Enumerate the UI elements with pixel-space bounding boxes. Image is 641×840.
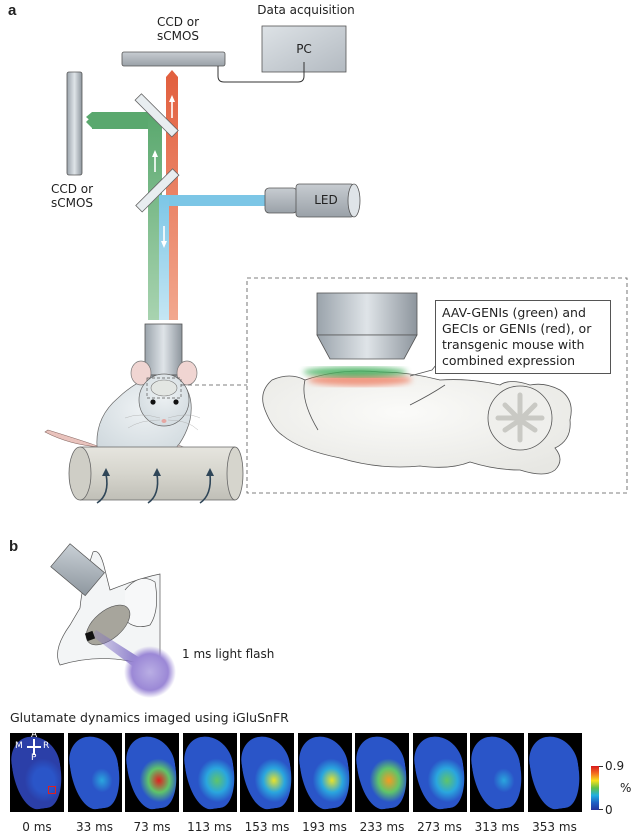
- imaging-frame: [67, 733, 122, 812]
- cerebellum: [487, 385, 553, 451]
- frame-time-label: 73 ms: [133, 820, 171, 834]
- frame-time-label: 353 ms: [532, 820, 577, 834]
- cortex-response-map: [297, 733, 352, 812]
- cortex-response-map: [470, 733, 524, 812]
- mouse-eye-right: [173, 399, 179, 405]
- mouse-whiskers: [124, 414, 201, 431]
- colorbar-unit-label: %: [620, 781, 632, 795]
- imaging-frame: [10, 733, 64, 812]
- imaging-frame: [297, 733, 352, 812]
- mouse-ear-left: [130, 360, 152, 386]
- side-camera-label: CCD or sCMOS: [40, 182, 104, 210]
- frame-time-label: 0 ms: [22, 820, 52, 834]
- imaging-title: Glutamate dynamics imaged using iGluSnFR: [10, 710, 289, 725]
- imaging-frame: [527, 733, 582, 812]
- light-flash-diagram: [50, 543, 176, 698]
- imaging-frame: [412, 733, 467, 812]
- blue-beam-horizontal: [162, 195, 266, 206]
- sagittal-brain: [262, 370, 572, 475]
- frame-time-label: 273 ms: [417, 820, 462, 834]
- frame-time-label: 113 ms: [187, 820, 232, 834]
- imaging-frame: [240, 733, 294, 812]
- side-camera: [66, 71, 83, 176]
- led-body-small: [264, 187, 298, 214]
- light-flash-spot: [124, 646, 176, 698]
- top-camera-label: CCD or sCMOS: [148, 15, 208, 43]
- frame-time-label: 193 ms: [302, 820, 347, 834]
- imaging-frame: [182, 733, 237, 812]
- data-cable: [217, 62, 305, 83]
- frame-time-label: 153 ms: [244, 820, 290, 834]
- green-beam-vertical: [148, 115, 162, 320]
- colorbar-max-label: 0.9: [605, 759, 625, 773]
- colorbar-min-label: 0: [605, 803, 613, 817]
- panel-a-label: a: [8, 2, 17, 19]
- running-cylinder: [68, 446, 244, 504]
- led-label: LED: [314, 193, 338, 207]
- expression-callout: AAV-GENIs (green) and GECIs or GENIs (re…: [435, 300, 611, 374]
- inset-objective-tip: [316, 334, 418, 360]
- blue-beam-vertical: [159, 195, 169, 320]
- cranial-window: [150, 379, 178, 397]
- rotation-arrows: [96, 473, 212, 504]
- top-camera-label-line2: sCMOS: [156, 29, 200, 43]
- colorbar-tick-max: [599, 766, 603, 767]
- cortex-response-map: [67, 733, 122, 812]
- led-lens: [347, 183, 361, 218]
- cortex-response-map: [10, 733, 64, 812]
- side-camera-label-line1: CCD or: [50, 182, 94, 196]
- top-camera-label-line1: CCD or: [156, 15, 200, 29]
- mouse-ear-right: [176, 360, 198, 386]
- fiber-marker: [84, 630, 96, 642]
- imaging-frame: [125, 733, 179, 812]
- data-acquisition-label: Data acquisition: [257, 3, 355, 17]
- red-beam-arrowhead: [166, 70, 178, 77]
- pc-label: PC: [296, 42, 312, 56]
- cortex-response-map: [240, 733, 294, 812]
- mouse-tail: [44, 429, 101, 448]
- cortex-response-map: [527, 733, 582, 812]
- green-expression-band: [303, 367, 407, 377]
- beam-direction-arrows: [152, 95, 175, 248]
- inset-objective-body: [316, 292, 418, 336]
- optical-setup-diagram: [44, 25, 628, 504]
- cortex-response-map: [125, 733, 179, 812]
- cortex-response-map: [182, 733, 237, 812]
- cortex-response-map: [412, 733, 467, 812]
- objective-lens: [144, 323, 183, 376]
- imaging-frame: [355, 733, 409, 812]
- mouse-eye-left: [150, 399, 156, 405]
- frame-time-label: 233 ms: [359, 820, 405, 834]
- window-dashed-box: [146, 377, 182, 399]
- colorbar: [591, 766, 599, 810]
- dichroic-mirror-upper: [134, 93, 179, 138]
- frame-time-label: 33 ms: [75, 820, 114, 834]
- frame-time-label: 313 ms: [474, 820, 520, 834]
- objective-lens-b: [50, 543, 105, 597]
- imaging-frame: [470, 733, 524, 812]
- green-beam-horizontal-body: [92, 115, 162, 129]
- green-beam-arrowhead: [86, 115, 93, 129]
- light-flash-label: 1 ms light flash: [182, 647, 275, 661]
- inset-dashed-frame: [246, 277, 628, 494]
- callout-pointer: [409, 364, 437, 377]
- cortex-response-map: [355, 733, 409, 812]
- brain-olfactory-line: [303, 379, 319, 431]
- brain-sulcus: [409, 384, 446, 406]
- side-camera-label-line2: sCMOS: [50, 196, 94, 210]
- red-expression-band: [308, 374, 412, 386]
- panel-b-label: b: [9, 538, 19, 555]
- colorbar-tick-min: [599, 809, 603, 810]
- mouse-ear: [124, 578, 157, 627]
- mouse-nose: [161, 419, 167, 423]
- dichroic-mirror-lower: [135, 168, 180, 213]
- top-camera: [121, 51, 226, 67]
